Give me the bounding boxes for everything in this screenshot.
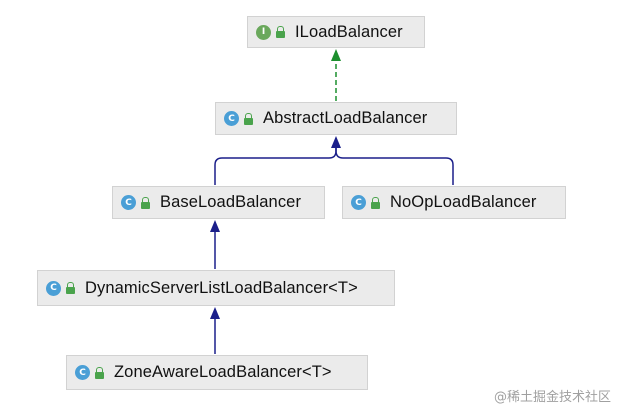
node-dynamicserverlistloadbalancer[interactable]: C DynamicServerListLoadBalancer<T> [37, 270, 395, 306]
node-iloadbalancer[interactable]: I ILoadBalancer [247, 16, 425, 48]
edge-to-abstract-arrowhead [331, 136, 341, 148]
lock-icon [140, 196, 151, 209]
node-label-dynamicserverlistloadbalancer: DynamicServerListLoadBalancer<T> [85, 278, 358, 297]
class-icon: C [121, 195, 136, 210]
edge-abstract-to-iloadbalancer-arrowhead [331, 49, 341, 61]
node-baseloadbalancer[interactable]: C BaseLoadBalancer [112, 186, 325, 219]
lock-icon [65, 282, 76, 294]
node-label-zoneawareloadbalancer: ZoneAwareLoadBalancer<T> [114, 363, 332, 381]
edge-noop-to-abstract [335, 146, 454, 185]
node-label-abstractloadbalancer: AbstractLoadBalancer [263, 109, 428, 127]
node-zoneawareloadbalancer[interactable]: C ZoneAwareLoadBalancer<T> [66, 355, 368, 390]
class-icon: C [351, 195, 366, 210]
edge-dynamic-to-base-arrowhead [210, 220, 220, 232]
node-label-noploadbalancer: NoOpLoadBalancer [390, 193, 537, 211]
node-label-baseloadbalancer: BaseLoadBalancer [160, 193, 302, 211]
lock-icon [275, 26, 286, 38]
lock-icon [243, 112, 254, 125]
watermark: @稀土掘金技术社区 [493, 390, 611, 405]
lock-icon [94, 366, 105, 379]
edge-zone-to-dynamic-arrowhead [210, 307, 220, 319]
class-icon: C [46, 280, 61, 296]
node-noploadbalancer[interactable]: C NoOpLoadBalancer [342, 186, 566, 219]
abstract-class-icon: C [224, 111, 239, 126]
node-label-iloadbalancer: ILoadBalancer [295, 22, 403, 41]
lock-icon [370, 196, 381, 209]
edge-base-to-abstract [214, 146, 337, 185]
node-abstractloadbalancer[interactable]: C AbstractLoadBalancer [215, 102, 457, 135]
class-icon: C [75, 365, 90, 380]
interface-icon: I [256, 24, 271, 40]
